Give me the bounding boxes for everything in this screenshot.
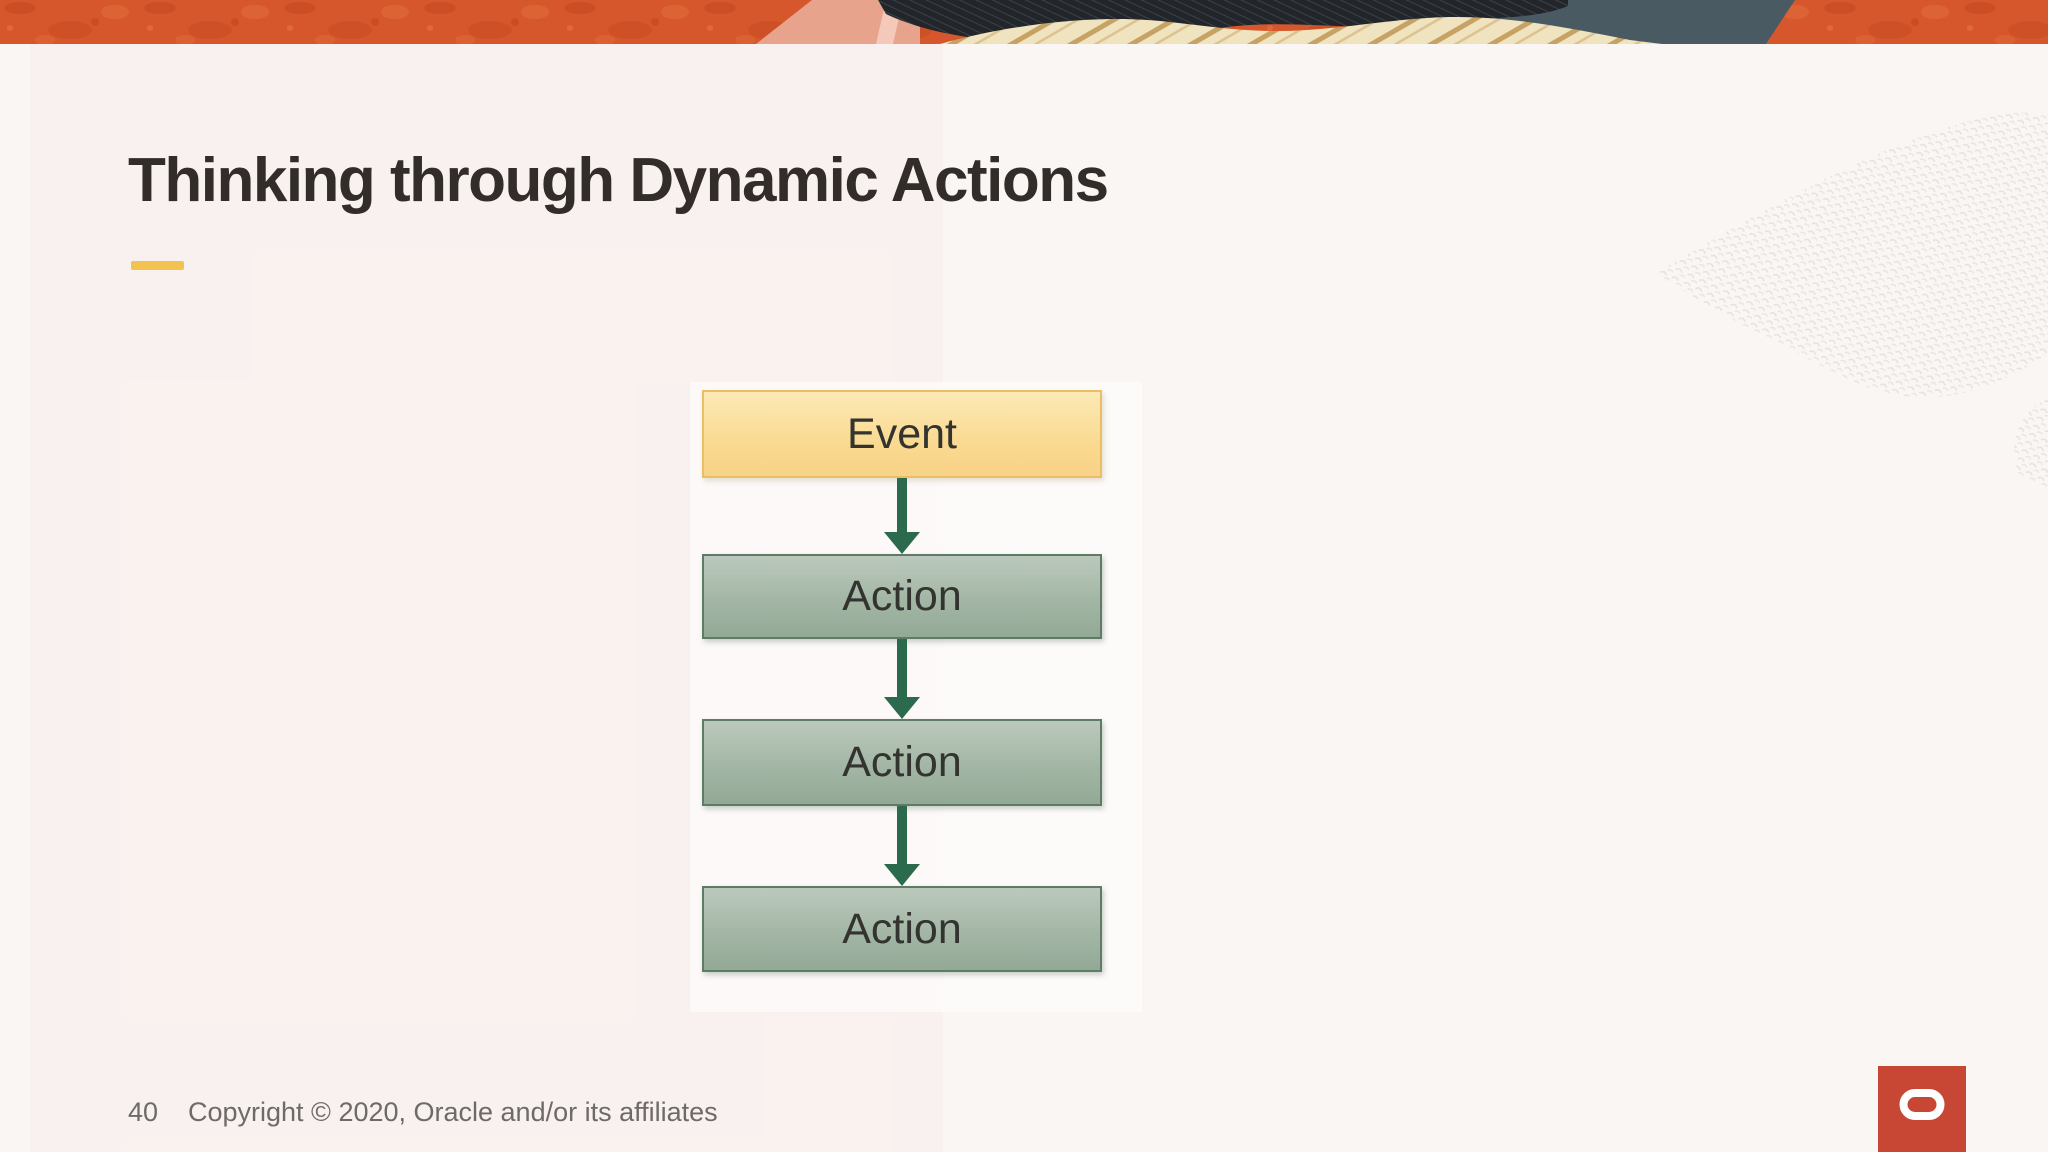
oracle-o-icon [1899,1089,1945,1120]
node-label: Action [842,738,962,786]
flow-node-action-2: Action [702,719,1102,806]
title-accent-dash [131,261,184,270]
flow-node-action-3: Action [702,886,1102,972]
arrow-down-icon [884,806,920,886]
arrow-head [884,532,920,554]
flow-node-action-1: Action [702,554,1102,639]
node-label: Action [842,572,962,620]
oracle-logo [1878,1066,1966,1152]
flow-node-event: Event [702,390,1102,478]
arrow-down-icon [884,639,920,719]
banner-artwork [0,0,2048,44]
page-title: Thinking through Dynamic Actions [128,146,1109,215]
arrow-shaft [897,806,907,864]
arrow-shaft [897,478,907,532]
arrow-shaft [897,639,907,697]
copyright-text: Copyright © 2020, Oracle and/or its affi… [188,1097,718,1127]
texture-blob [1656,112,2048,488]
node-label: Action [842,904,962,953]
arrow-down-icon [884,478,920,554]
page-number: 40 [128,1097,159,1127]
arrow-head [884,697,920,719]
arrow-head [884,864,920,886]
node-label: Event [847,409,957,458]
